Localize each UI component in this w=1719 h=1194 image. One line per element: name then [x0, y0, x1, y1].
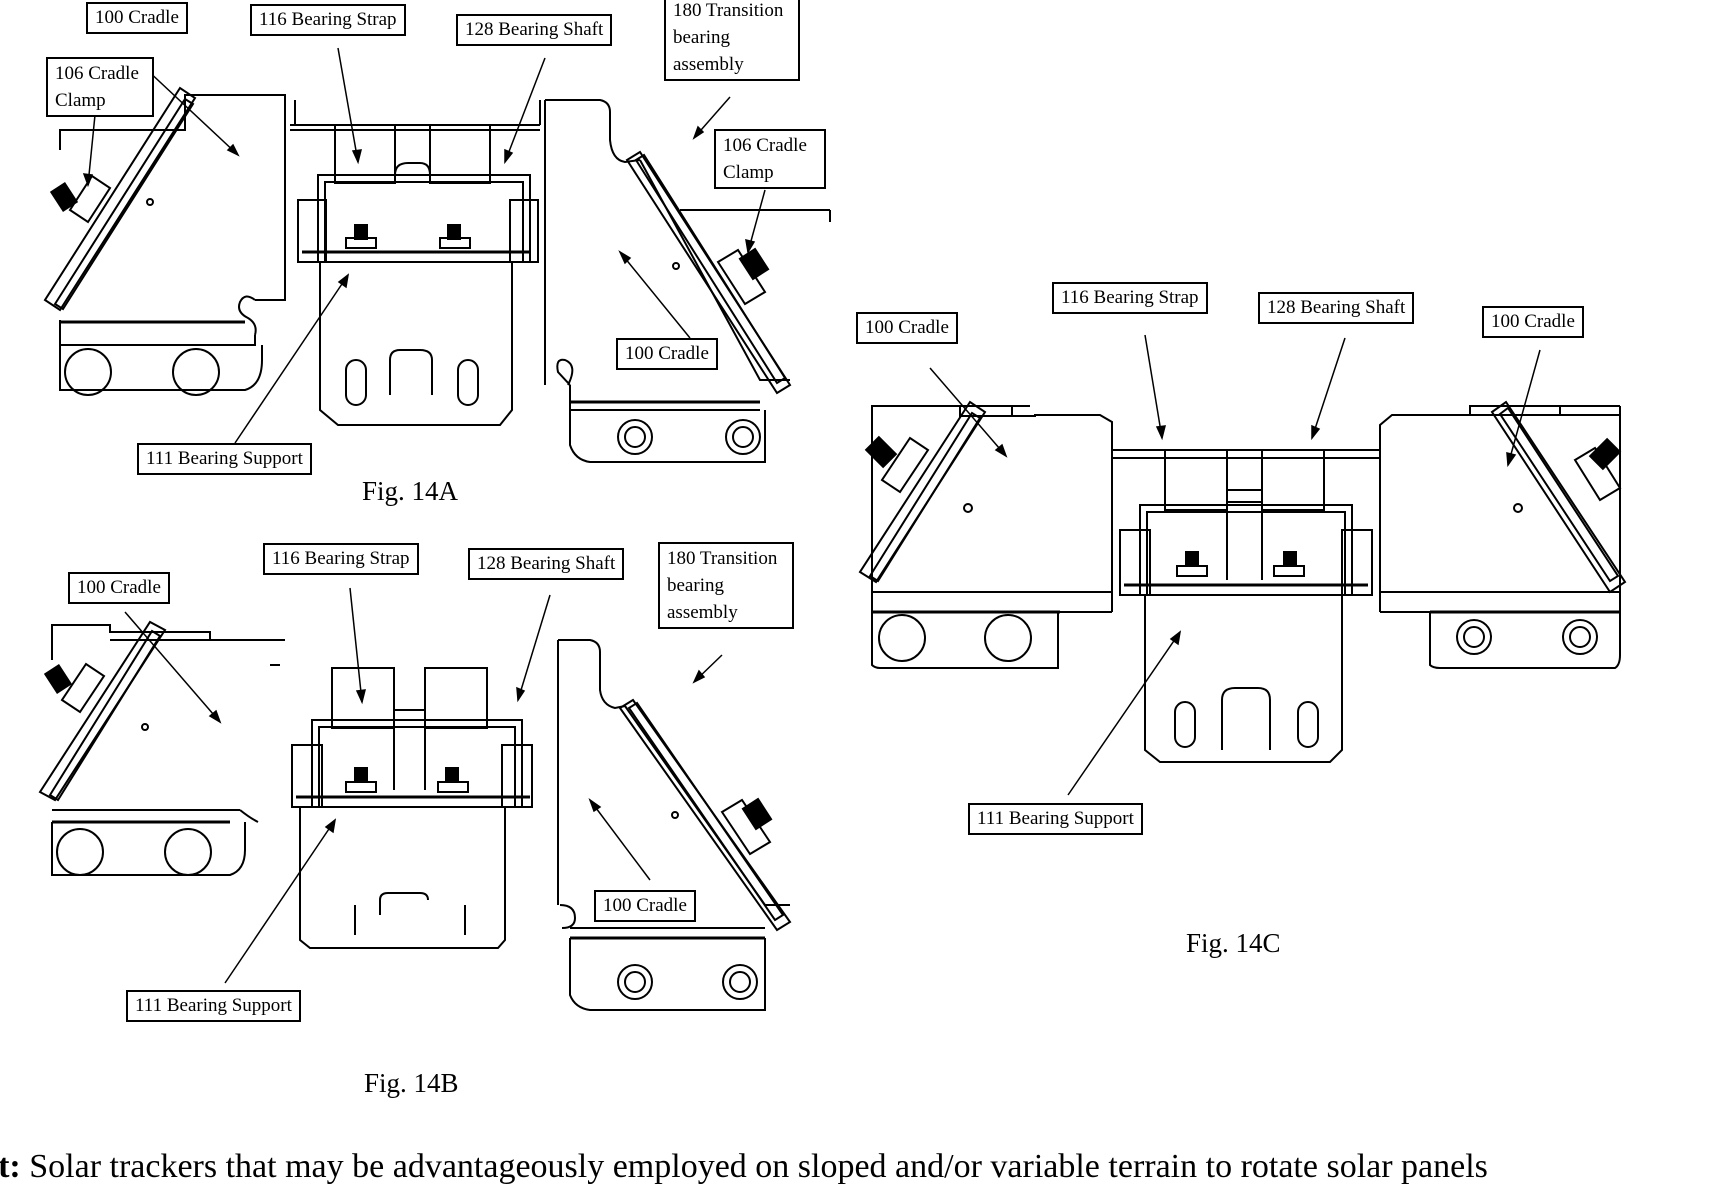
fig14c-label-bearing-support: 111 Bearing Support	[968, 803, 1143, 835]
fig-14b-bearing	[270, 640, 532, 948]
fig14b-label-transition-bearing: 180 Transition bearing assembly	[658, 542, 794, 629]
fig14c-label-bearing-shaft: 128 Bearing Shaft	[1258, 292, 1414, 324]
fig14a-label-cradle-top: 100 Cradle	[86, 2, 188, 34]
fig-14a-leaders	[84, 48, 765, 443]
fig14b-label-cradle-right: 100 Cradle	[594, 890, 696, 922]
fig14b-caption: Fig. 14B	[364, 1068, 459, 1099]
fig-14c-bearing	[1112, 450, 1380, 762]
fig14a-caption: Fig. 14A	[362, 476, 458, 507]
fig-14b-drawing	[40, 588, 790, 1010]
fig-14c-cradle-right	[1380, 402, 1625, 668]
fig-14c-cradle-left	[860, 402, 1112, 668]
fig14c-caption: Fig. 14C	[1186, 928, 1281, 959]
abstract-heading: act:	[0, 1148, 21, 1185]
fig14c-label-cradle-left: 100 Cradle	[856, 312, 958, 344]
fig14a-label-cradle-clamp-left: 106 Cradle Clamp	[46, 57, 154, 117]
fig14c-label-bearing-strap: 116 Bearing Strap	[1052, 282, 1208, 314]
fig-14c-leaders	[930, 335, 1540, 795]
fig14a-label-cradle-clamp-right: 106 Cradle Clamp	[714, 129, 826, 189]
fig14b-label-bearing-shaft: 128 Bearing Shaft	[468, 548, 624, 580]
fig14a-label-transition-bearing: 180 Transition bearing assembly	[664, 0, 800, 81]
fig14b-label-bearing-support: 111 Bearing Support	[126, 990, 301, 1022]
fig14a-label-bearing-support: 111 Bearing Support	[137, 443, 312, 475]
fig-14c-drawing	[860, 335, 1625, 795]
abstract-text: Solar trackers that may be advantageousl…	[21, 1148, 1488, 1185]
fig14c-label-cradle-right: 100 Cradle	[1482, 306, 1584, 338]
fig-14a-cradle-left	[45, 88, 285, 395]
fig-14a-drawing	[45, 48, 830, 462]
fig14b-label-bearing-strap: 116 Bearing Strap	[263, 543, 419, 575]
fig14b-label-cradle-left: 100 Cradle	[68, 572, 170, 604]
fig-14a-bearing	[290, 100, 540, 425]
abstract-line: act: Solar trackers that may be advantag…	[0, 1148, 1488, 1186]
fig-14b-leaders	[125, 588, 722, 983]
fig14a-label-bearing-shaft: 128 Bearing Shaft	[456, 14, 612, 46]
fig-14b-cradle-left	[40, 622, 285, 875]
fig14a-label-bearing-strap: 116 Bearing Strap	[250, 4, 406, 36]
fig14a-label-cradle-right: 100 Cradle	[616, 338, 718, 370]
fig-14b-cradle-right	[558, 640, 790, 1010]
